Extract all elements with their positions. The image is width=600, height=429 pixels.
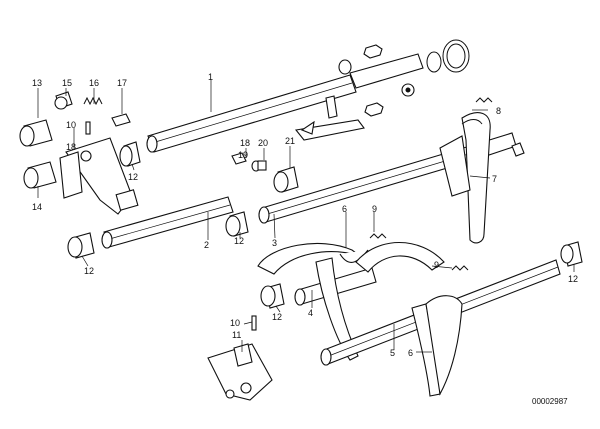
callout-10-bottom: 10 [230, 318, 240, 328]
callout-labels: 1 2 3 4 5 6 6 7 8 9 9 10 10 11 12 12 12 … [32, 72, 578, 358]
small-nut-top[interactable] [338, 44, 415, 117]
spring-pin-right[interactable] [511, 142, 525, 157]
callout-16: 16 [89, 78, 99, 88]
callout-14: 14 [32, 202, 42, 212]
shift-fork-6[interactable] [257, 243, 369, 361]
snap-ring-large[interactable] [426, 39, 470, 73]
bushing-14[interactable] [23, 161, 57, 189]
callout-6-upper: 6 [342, 204, 347, 214]
callout-9-b: 9 [434, 260, 439, 270]
spring-9-c[interactable] [475, 97, 493, 103]
bushing-12-e[interactable] [67, 232, 95, 259]
plug-15[interactable] [54, 91, 73, 110]
spring-9-b[interactable] [451, 265, 469, 271]
selector-housing-18[interactable] [59, 137, 139, 215]
spring-9-a[interactable] [369, 233, 387, 239]
bushing-12-b[interactable] [225, 211, 249, 237]
callout-7: 7 [492, 174, 497, 184]
callout-10-left: 10 [66, 120, 76, 130]
callout-19: 19 [238, 150, 248, 160]
callout-12-b: 12 [234, 236, 244, 246]
callout-21: 21 [285, 136, 295, 146]
leader-lines [37, 80, 575, 353]
bolt-18[interactable] [231, 152, 267, 172]
callout-17: 17 [117, 78, 127, 88]
callout-18-mid: 18 [240, 138, 250, 148]
callout-18-left: 18 [66, 142, 76, 152]
shift-rail-2[interactable] [101, 196, 234, 249]
callout-11: 11 [232, 330, 241, 340]
selector-block-11[interactable] [207, 343, 273, 401]
bushing-12-a[interactable] [119, 141, 141, 167]
callout-2: 2 [204, 240, 209, 250]
pin-17[interactable] [111, 113, 131, 127]
callout-12-d: 12 [272, 312, 282, 322]
callout-3: 3 [272, 238, 277, 248]
callout-1: 1 [208, 72, 213, 82]
callout-12-e: 12 [568, 274, 578, 284]
bushing-12-c[interactable] [260, 283, 285, 309]
callout-20: 20 [258, 138, 268, 148]
pin-10-left[interactable] [85, 121, 91, 135]
bushing-21[interactable] [273, 166, 299, 193]
pin-10-bottom[interactable] [251, 315, 257, 331]
callout-12-c: 12 [84, 266, 94, 276]
callout-5: 5 [390, 348, 395, 358]
callout-4: 4 [308, 308, 313, 318]
bushing-13[interactable] [19, 119, 53, 147]
callout-8: 8 [496, 106, 501, 116]
bushing-12-d[interactable] [560, 241, 583, 267]
callout-9-a: 9 [372, 204, 377, 214]
callout-12-a: 12 [128, 172, 138, 182]
shift-fork-7[interactable] [439, 112, 491, 244]
callout-6-lower: 6 [408, 348, 413, 358]
spring-16[interactable] [83, 96, 103, 106]
callout-13: 13 [32, 78, 42, 88]
interlock-plate[interactable] [294, 95, 365, 141]
reference-number: 00002987 [532, 397, 568, 406]
callout-15: 15 [62, 78, 72, 88]
shift-rail-4[interactable] [294, 267, 377, 306]
shift-rail-1[interactable] [146, 53, 424, 153]
shift-fork-lower[interactable] [355, 242, 463, 397]
